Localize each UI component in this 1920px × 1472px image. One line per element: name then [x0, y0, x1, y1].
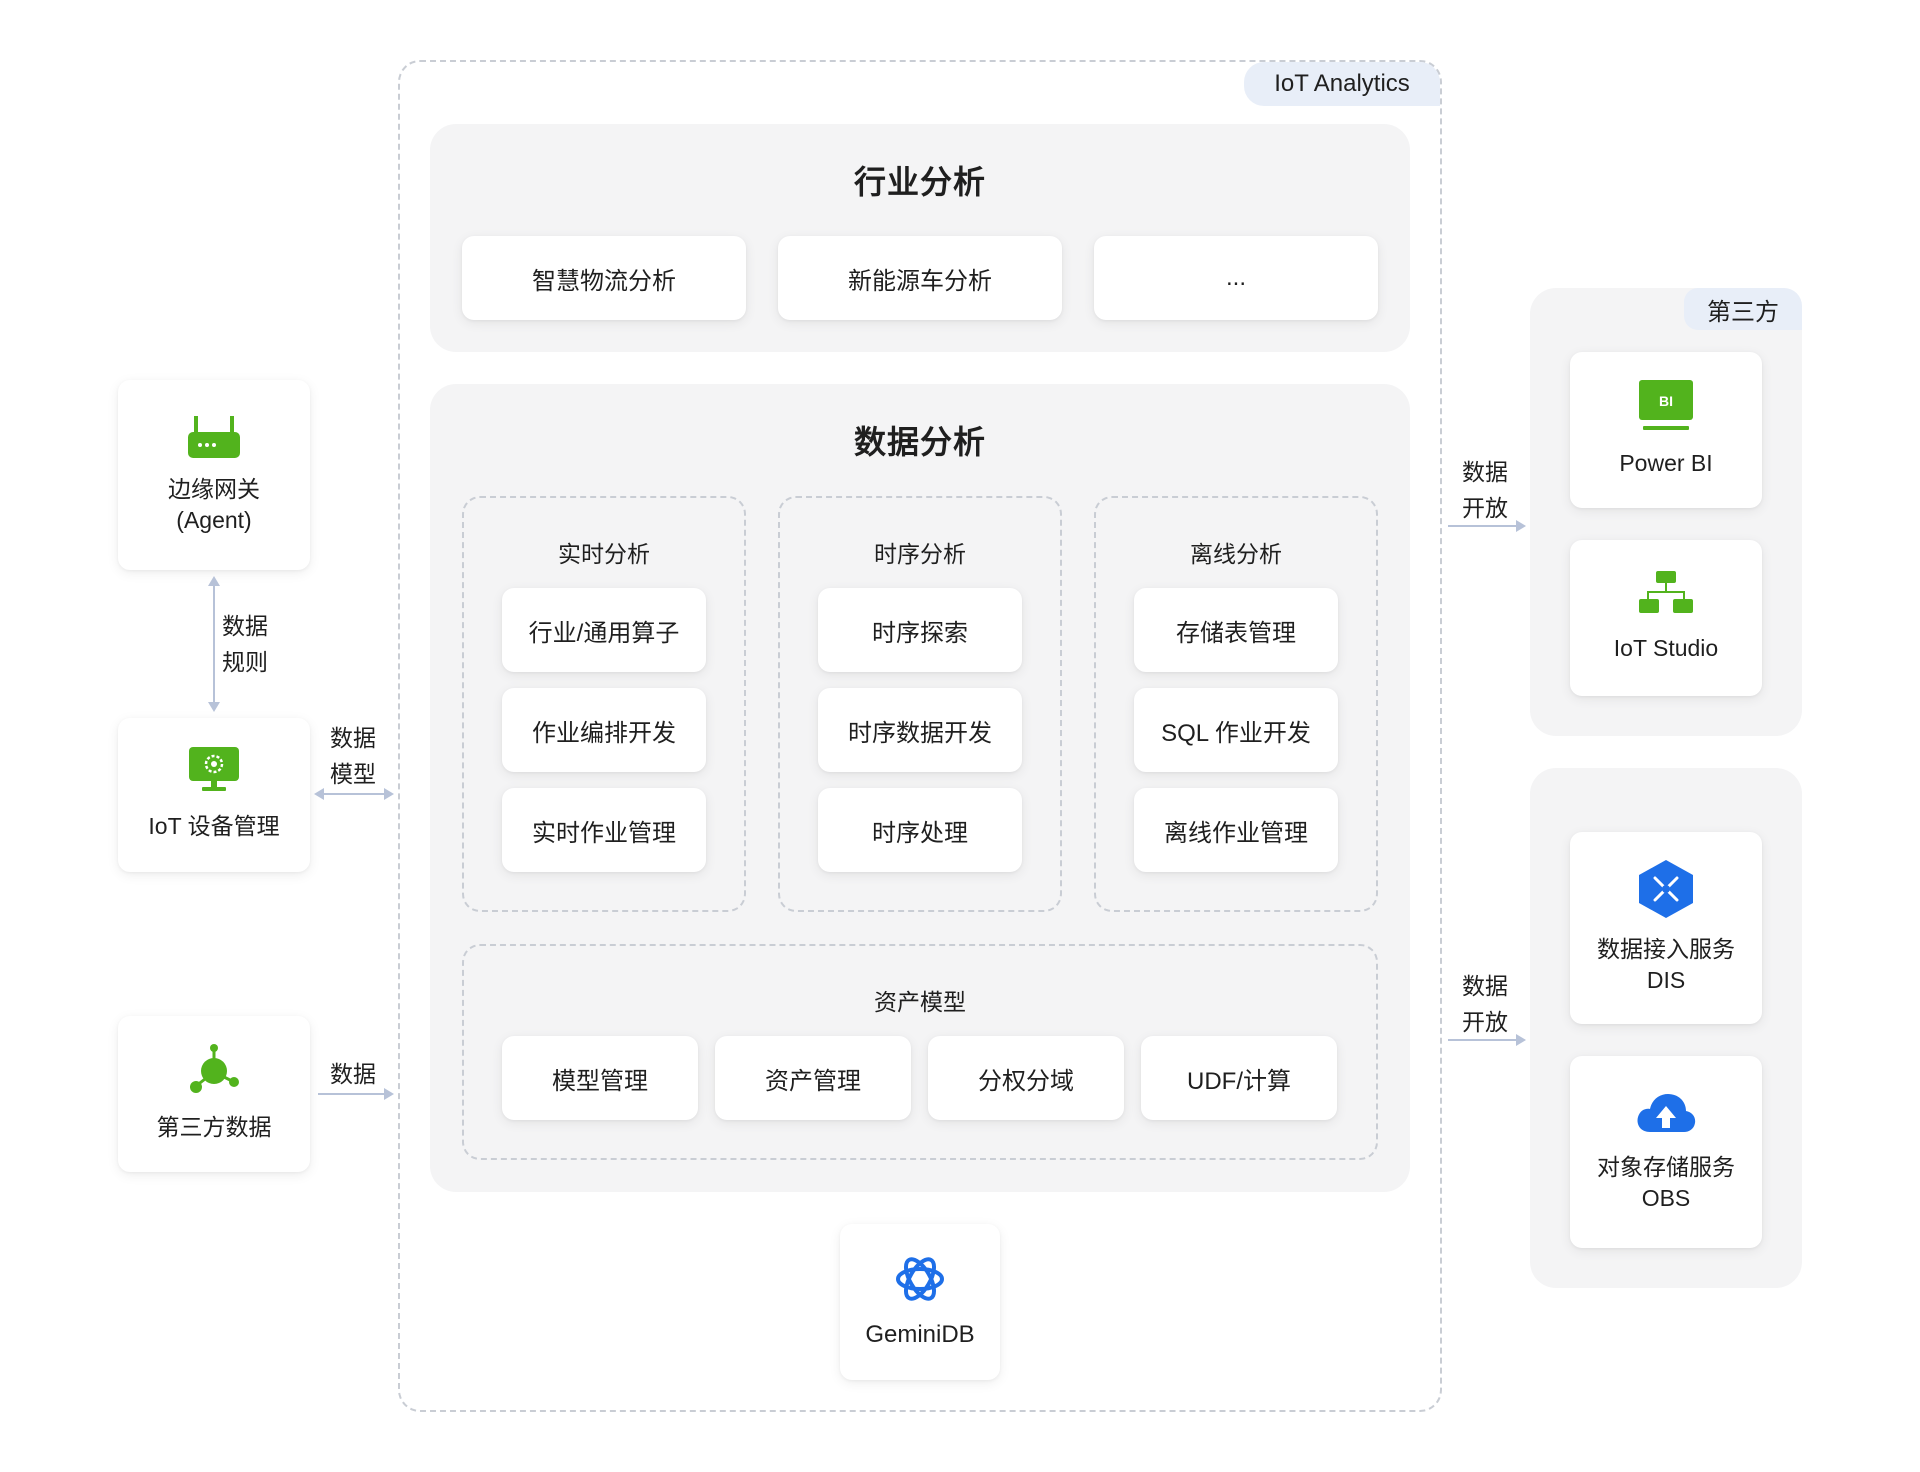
- org-chart-icon: [1639, 571, 1693, 615]
- group-asset-model-title: 资产模型: [874, 989, 966, 1015]
- geminidb-icon: [892, 1251, 948, 1307]
- third-party-data-card[interactable]: 第三方数据: [118, 1016, 310, 1172]
- model-connector-label: 数据 模型: [330, 725, 376, 787]
- asset-item-udf[interactable]: UDF/计算: [1141, 1036, 1337, 1120]
- device-mgmt-label: IoT 设备管理: [148, 813, 280, 840]
- dis-sublabel: DIS: [1646, 967, 1686, 993]
- edge-gateway-label: 边缘网关: [168, 475, 260, 502]
- realtime-item-operators[interactable]: 行业/通用算子: [502, 588, 706, 672]
- dis-label: 数据接入服务: [1597, 935, 1735, 962]
- group-realtime: [462, 496, 746, 912]
- third-party-data-label: 第三方数据: [156, 1114, 272, 1141]
- iot-studio-card[interactable]: IoT Studio: [1570, 540, 1762, 696]
- group-offline: [1094, 496, 1378, 912]
- group-timeseries: [778, 496, 1062, 912]
- rules-connector-label: 数据 规则: [222, 613, 268, 675]
- group-timeseries-title: 时序分析: [874, 541, 966, 567]
- timeseries-item-explore[interactable]: 时序探索: [818, 588, 1022, 672]
- power-bi-card[interactable]: BI Power BI: [1570, 352, 1762, 508]
- asset-item-permissions[interactable]: 分权分域: [928, 1036, 1124, 1120]
- obs-label: 对象存储服务: [1597, 1153, 1735, 1180]
- obs-card[interactable]: 对象存储服务 OBS: [1570, 1056, 1762, 1248]
- asset-item-asset-mgmt[interactable]: 资产管理: [715, 1036, 911, 1120]
- offline-item-job-mgmt[interactable]: 离线作业管理: [1134, 788, 1338, 872]
- rules-connector: [208, 576, 220, 712]
- asset-item-model-mgmt[interactable]: 模型管理: [502, 1036, 698, 1120]
- data-analysis-title: 数据分析: [853, 424, 986, 460]
- timeseries-item-processing[interactable]: 时序处理: [818, 788, 1022, 872]
- timeseries-item-dev[interactable]: 时序数据开发: [818, 688, 1022, 772]
- realtime-item-orchestration[interactable]: 作业编排开发: [502, 688, 706, 772]
- open-connector-bottom: [1448, 1034, 1526, 1046]
- group-realtime-title: 实时分析: [558, 541, 650, 567]
- edge-gateway-sublabel: (Agent): [176, 507, 252, 533]
- geminidb-card[interactable]: GeminiDB: [840, 1224, 1000, 1380]
- power-bi-label: Power BI: [1619, 450, 1713, 477]
- cloud-upload-icon: [1636, 1090, 1696, 1136]
- open-connector-top-label: 数据 开放: [1462, 459, 1508, 521]
- iot-studio-label: IoT Studio: [1613, 635, 1719, 662]
- offline-item-sql-dev[interactable]: SQL 作业开发: [1134, 688, 1338, 772]
- data-connector: [318, 1088, 394, 1100]
- obs-sublabel: OBS: [1641, 1185, 1691, 1211]
- monitor-gear-icon: [189, 747, 239, 793]
- open-connector-top: [1448, 520, 1526, 532]
- router-icon: [188, 414, 240, 460]
- geminidb-label: GeminiDB: [865, 1321, 975, 1348]
- svg-text:BI: BI: [1659, 393, 1673, 409]
- device-mgmt-card[interactable]: IoT 设备管理: [118, 718, 310, 872]
- group-offline-title: 离线分析: [1190, 541, 1282, 567]
- hub-icon: [188, 1044, 240, 1096]
- realtime-item-job-mgmt[interactable]: 实时作业管理: [502, 788, 706, 872]
- dis-card[interactable]: 数据接入服务 DIS: [1570, 832, 1762, 1024]
- iot-analytics-tag: IoT Analytics: [1244, 62, 1440, 106]
- group-asset-model: [462, 944, 1378, 1160]
- industry-item-ev[interactable]: 新能源车分析: [778, 236, 1062, 320]
- power-bi-icon: BI: [1639, 380, 1693, 431]
- iot-analytics-container: [398, 60, 1442, 1412]
- data-connector-label: 数据: [330, 1061, 376, 1087]
- open-connector-bottom-label: 数据 开放: [1462, 973, 1508, 1035]
- industry-analysis-title: 行业分析: [853, 164, 986, 200]
- model-connector: [314, 788, 394, 800]
- industry-item-logistics[interactable]: 智慧物流分析: [462, 236, 746, 320]
- offline-item-table-mgmt[interactable]: 存储表管理: [1134, 588, 1338, 672]
- edge-gateway-card[interactable]: 边缘网关 (Agent): [118, 380, 310, 570]
- third-party-tag: 第三方: [1684, 288, 1802, 330]
- industry-item-more[interactable]: ...: [1094, 236, 1378, 320]
- dis-icon: [1639, 859, 1693, 918]
